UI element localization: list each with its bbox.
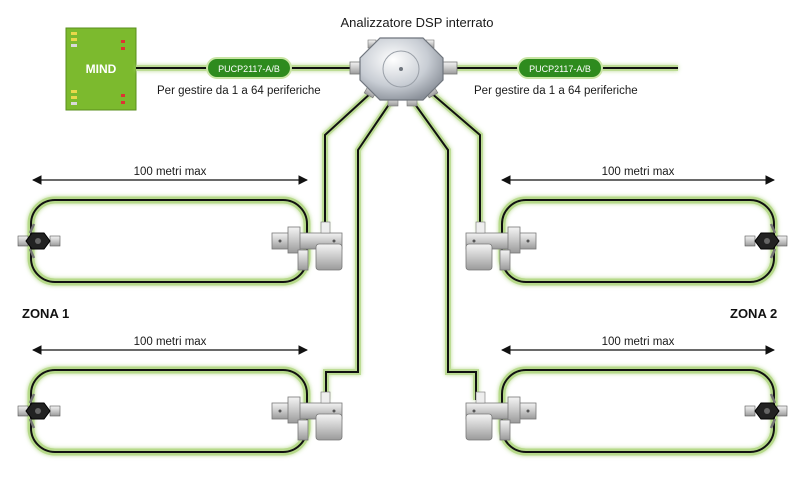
right-cable-label: PUCP2117-A/B (529, 64, 591, 74)
zone-1-label: ZONA 1 (22, 306, 69, 321)
left-cable-label: PUCP2117-A/B (218, 64, 280, 74)
loop-top-right (465, 196, 788, 286)
end-valve-icon (744, 223, 788, 259)
left-bus-caption: Per gestire da 1 a 64 periferiche (157, 85, 321, 97)
distance-arrows (32, 175, 775, 355)
loop-top-left (17, 196, 343, 286)
loop-bottom-right (465, 366, 788, 456)
analyzer-title: Analizzatore DSP interrato (341, 15, 494, 30)
zone-2-label: ZONA 2 (730, 306, 777, 321)
end-valve-icon (744, 393, 788, 429)
right-bus-caption: Per gestire da 1 a 64 periferiche (474, 85, 638, 97)
loop-distance-bottom-right: 100 metri max (602, 336, 675, 348)
loop-distance-top-left: 100 metri max (134, 166, 207, 178)
dsp-analyzer-hub (349, 37, 458, 107)
sensor-manifold-icon (271, 221, 343, 271)
loop-distance-bottom-left: 100 metri max (134, 336, 207, 348)
sensor-manifold-icon (465, 221, 537, 271)
sensor-manifold-icon (271, 391, 343, 441)
end-valve-icon (17, 223, 61, 259)
mind-controller: MIND (65, 27, 137, 111)
left-cable-badge: PUCP2117-A/B (206, 57, 292, 79)
mind-label: MIND (86, 62, 117, 76)
end-valve-icon (17, 393, 61, 429)
sensor-manifold-icon (465, 391, 537, 441)
loop-bottom-left (17, 366, 343, 456)
loop-distance-top-right: 100 metri max (602, 166, 675, 178)
bus-lines (136, 65, 678, 400)
right-cable-badge: PUCP2117-A/B (517, 57, 603, 79)
